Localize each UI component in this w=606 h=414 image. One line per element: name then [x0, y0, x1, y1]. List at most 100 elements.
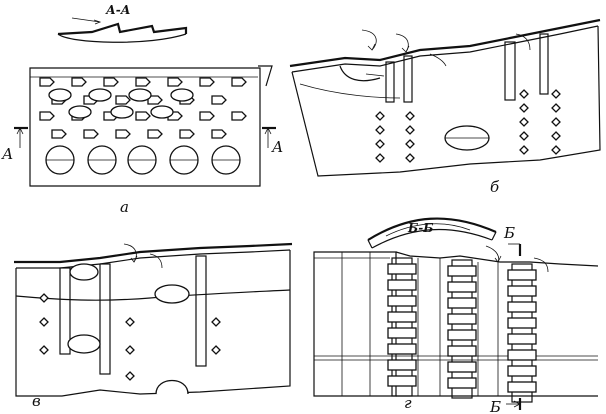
panel-v-caption: в [32, 392, 41, 410]
cut-label-top: Б [503, 224, 515, 242]
flow-arrows-b [361, 29, 531, 77]
diamond-hole [405, 111, 415, 121]
rib-plate [387, 327, 417, 339]
rib-plate [387, 295, 417, 307]
diamond-holes-group [375, 89, 561, 163]
rib-plate [387, 311, 417, 323]
rib-plate [447, 297, 477, 309]
oval-hole [170, 88, 194, 102]
rib-plate [447, 281, 477, 293]
rib-plate [507, 381, 537, 393]
panel-v-body [14, 242, 293, 397]
cut-label-left: А [1, 145, 13, 163]
cone-hole [199, 111, 215, 121]
cone-hole [39, 77, 55, 87]
cone-hole [115, 129, 131, 139]
oval-opening-upper [69, 263, 99, 281]
rib-plate [507, 365, 537, 377]
diamond-hole [519, 131, 529, 141]
oval-opening-lower [67, 334, 101, 354]
diamond-hole [519, 117, 529, 127]
panel-g: Б-Б [313, 217, 599, 414]
diamond-hole [375, 111, 385, 121]
diamond-hole [125, 317, 135, 327]
cut-label-right: А [271, 138, 283, 156]
rib-column [511, 263, 533, 403]
rib-plate [507, 301, 537, 313]
cone-hole [147, 95, 163, 105]
diamond-hole [551, 103, 561, 113]
diamond-hole [375, 125, 385, 135]
rib-plate [387, 263, 417, 275]
rib-plate [507, 333, 537, 345]
rib-plate [447, 377, 477, 389]
cone-hole [115, 95, 131, 105]
cone-hole [39, 111, 55, 121]
diamond-hole [39, 345, 49, 355]
cone-hole [199, 77, 215, 87]
cone-hole [211, 95, 227, 105]
rib-plate [507, 285, 537, 297]
diamond-hole [125, 345, 135, 355]
diamond-hole [375, 139, 385, 149]
rib-plate [387, 375, 417, 387]
cut-mark-top [508, 243, 522, 256]
diamond-hole [39, 317, 49, 327]
rib-plate [447, 345, 477, 357]
oval-hole [110, 105, 134, 119]
rib-plate [447, 329, 477, 341]
diamond-hole [519, 89, 529, 99]
cone-hole [103, 77, 119, 87]
diamond-hole [551, 117, 561, 127]
cone-hole [167, 77, 183, 87]
rib-plate [507, 349, 537, 361]
large-holes-row-group [45, 145, 241, 175]
panel-g-caption: г [404, 394, 412, 412]
oval-hole [48, 88, 72, 102]
cone-hole [135, 111, 151, 121]
cut-label-bottom: Б [489, 398, 501, 414]
rib-plate [447, 313, 477, 325]
cone-hole [231, 77, 247, 87]
rib-plate [387, 279, 417, 291]
flow-arrows-v [123, 243, 163, 269]
cone-hole [179, 129, 195, 139]
cut-mark-left [14, 126, 28, 148]
panel-a: А-А А А а [1, 3, 283, 216]
oval-hole [68, 105, 92, 119]
flow-arrows-g [485, 245, 549, 273]
panel-b: б [289, 18, 601, 196]
cone-holes-row-group [39, 77, 247, 139]
diamond-hole [211, 317, 221, 327]
diamond-hole [405, 139, 415, 149]
cone-hole [231, 111, 247, 121]
panel-a-caption: а [120, 198, 129, 216]
section-a-title: А-А [105, 3, 131, 17]
diamond-holes-group [39, 293, 221, 381]
diamond-hole [211, 345, 221, 355]
cone-hole [51, 129, 67, 139]
oval-hole [88, 88, 112, 102]
rib-stacks-group [387, 257, 537, 403]
panel-b-caption: б [490, 178, 500, 196]
diamond-hole [375, 153, 385, 163]
rib-column [391, 257, 413, 397]
oval-opening-middle [154, 284, 190, 304]
rib-plate [507, 269, 537, 281]
rib-column [451, 259, 473, 399]
diamond-hole [405, 153, 415, 163]
oval-hole [128, 88, 152, 102]
rib-plate [387, 359, 417, 371]
cone-hole [135, 77, 151, 87]
cut-mark-bottom [506, 398, 522, 410]
diamond-hole [551, 145, 561, 155]
rib-plate [447, 361, 477, 373]
diamond-hole [405, 125, 415, 135]
rib-plate [387, 343, 417, 355]
cone-hole [147, 129, 163, 139]
panel-a-body [29, 65, 273, 187]
diamond-hole [551, 89, 561, 99]
panel-b-body [289, 18, 601, 177]
rib-plate [507, 317, 537, 329]
